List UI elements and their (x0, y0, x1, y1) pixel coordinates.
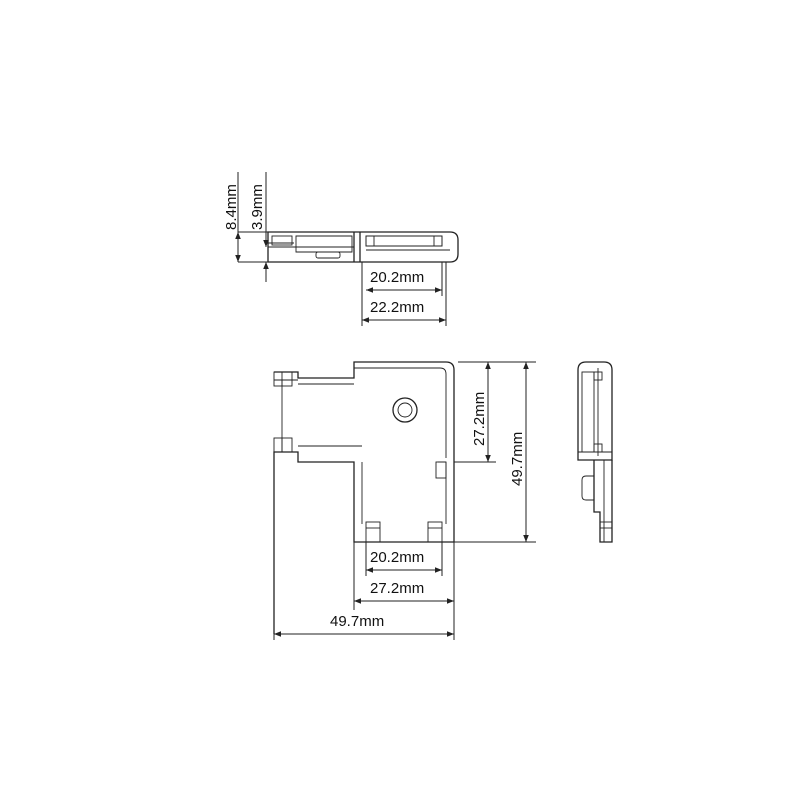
front-right-total-label: 49.7mm (509, 432, 526, 486)
front-bottom-inner-label: 20.2mm (370, 549, 424, 566)
front-right-upper-label: 27.2mm (471, 392, 488, 446)
front-view (273, 361, 455, 634)
side-width-dims (361, 262, 447, 326)
side-inner-width-label: 20.2mm (370, 269, 424, 286)
side-height-dims (235, 172, 269, 282)
side-height-small-label: 3.9mm (249, 184, 266, 230)
side-height-total-label: 8.4mm (223, 184, 240, 230)
front-width-dims (273, 542, 455, 640)
front-bottom-total-label: 49.7mm (330, 613, 384, 630)
side-outer-width-label: 22.2mm (370, 299, 424, 316)
front-bottom-mid-label: 27.2mm (370, 580, 424, 597)
front-height-dims (454, 361, 536, 543)
end-view (577, 361, 613, 543)
side-view (267, 231, 459, 263)
